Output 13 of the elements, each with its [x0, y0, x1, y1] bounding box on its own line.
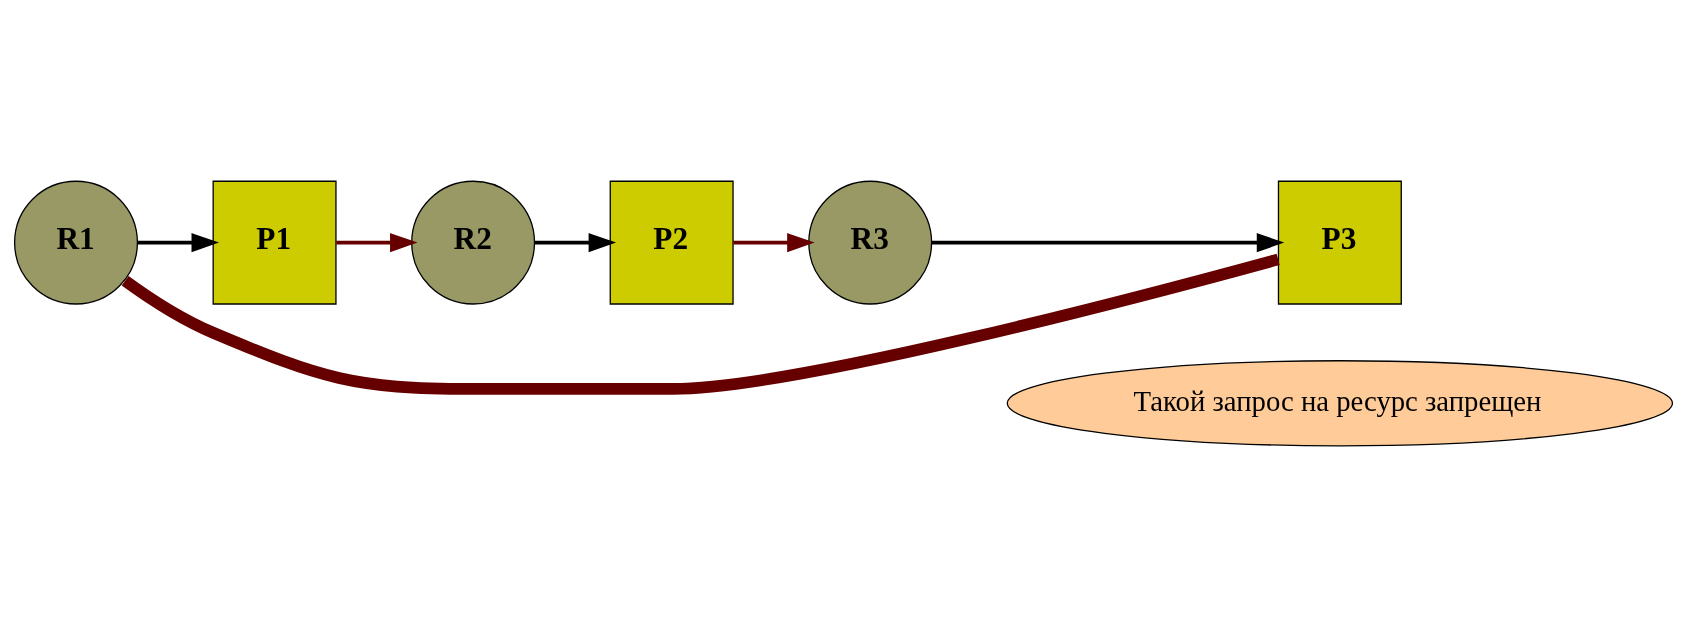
- node-box: P3: [1277, 180, 1402, 305]
- arrow: [931, 233, 1285, 253]
- arrow: [733, 233, 815, 253]
- arrow: [137, 233, 219, 253]
- connector: [121, 253, 1280, 395]
- arrow: [336, 233, 418, 253]
- node-box: P1: [212, 180, 337, 305]
- node-circle: R2: [411, 180, 536, 305]
- node-circle: R3: [808, 180, 933, 305]
- arrow: [534, 233, 617, 253]
- node-ellipse: Такой запрос на ресурс запрещен: [1006, 360, 1674, 447]
- node-circle: R1: [13, 180, 139, 305]
- node-box: P2: [609, 180, 734, 305]
